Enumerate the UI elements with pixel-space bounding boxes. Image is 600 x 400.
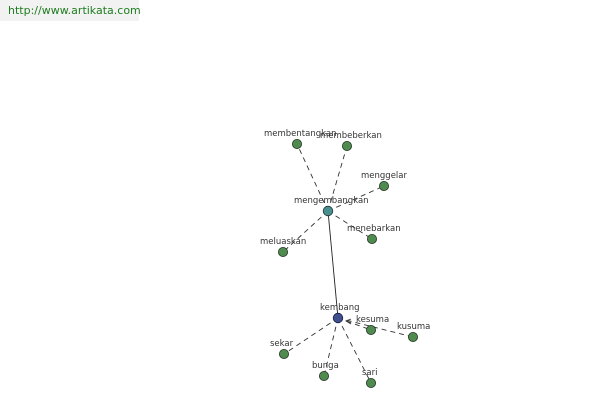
node-label: menggelar	[361, 171, 407, 181]
node-label: membeberkan	[320, 131, 382, 141]
node-dot[interactable]	[322, 205, 334, 217]
node-label: sari	[362, 368, 378, 378]
source-url-link[interactable]: http://www.artikata.com	[0, 0, 141, 21]
node-dot[interactable]	[407, 331, 418, 342]
node-membeberkan[interactable]: membeberkan	[320, 131, 382, 151]
edge-kembang-sekar	[283, 317, 339, 355]
node-dot[interactable]	[277, 246, 288, 257]
edge-kembang-kesuma	[337, 317, 372, 331]
node-kesuma[interactable]: kesuma	[356, 315, 389, 335]
node-menebarkan[interactable]: menebarkan	[347, 224, 401, 244]
node-dot[interactable]	[366, 233, 377, 244]
edge-mengembangkan-membeberkan	[327, 145, 348, 212]
edge-kembang-kusuma	[337, 317, 414, 338]
node-bunga[interactable]: bunga	[312, 361, 339, 381]
edge-mengembangkan-menggelar	[327, 185, 385, 212]
node-dot[interactable]	[341, 140, 352, 151]
node-dot[interactable]	[365, 377, 376, 388]
node-menggelar[interactable]: menggelar	[361, 171, 407, 191]
node-dot[interactable]	[378, 180, 389, 191]
node-label: meluaskan	[260, 237, 306, 247]
arrowhead-icon	[344, 318, 352, 325]
node-meluaskan[interactable]: meluaskan	[260, 237, 306, 257]
node-sekar[interactable]: sekar	[270, 339, 294, 359]
edge-kembang-sari	[337, 317, 372, 384]
edge-kembang-bunga	[323, 317, 339, 377]
node-membentangkan[interactable]: membentangkan	[264, 129, 337, 149]
node-kembang[interactable]: kembang	[320, 303, 360, 324]
node-label: kesuma	[356, 315, 389, 325]
node-label: menebarkan	[347, 224, 401, 234]
node-label: sekar	[270, 339, 294, 349]
node-sari[interactable]: sari	[362, 368, 378, 388]
node-kusuma[interactable]: kusuma	[397, 322, 430, 342]
node-label: kusuma	[397, 322, 430, 332]
node-dot[interactable]	[365, 324, 376, 335]
edge-mengembangkan-membentangkan	[296, 143, 329, 212]
node-mengembangkan[interactable]: mengembangkan	[294, 196, 369, 217]
node-label: bunga	[312, 361, 339, 371]
edge-mengembangkan-kembang	[327, 210, 339, 319]
node-label: mengembangkan	[294, 196, 369, 206]
node-dot[interactable]	[291, 138, 302, 149]
node-dot[interactable]	[332, 312, 344, 324]
node-label: membentangkan	[264, 129, 337, 139]
node-dot[interactable]	[318, 370, 329, 381]
node-label: kembang	[320, 303, 360, 313]
node-dot[interactable]	[278, 348, 289, 359]
edge-mengembangkan-meluaskan	[282, 210, 329, 253]
